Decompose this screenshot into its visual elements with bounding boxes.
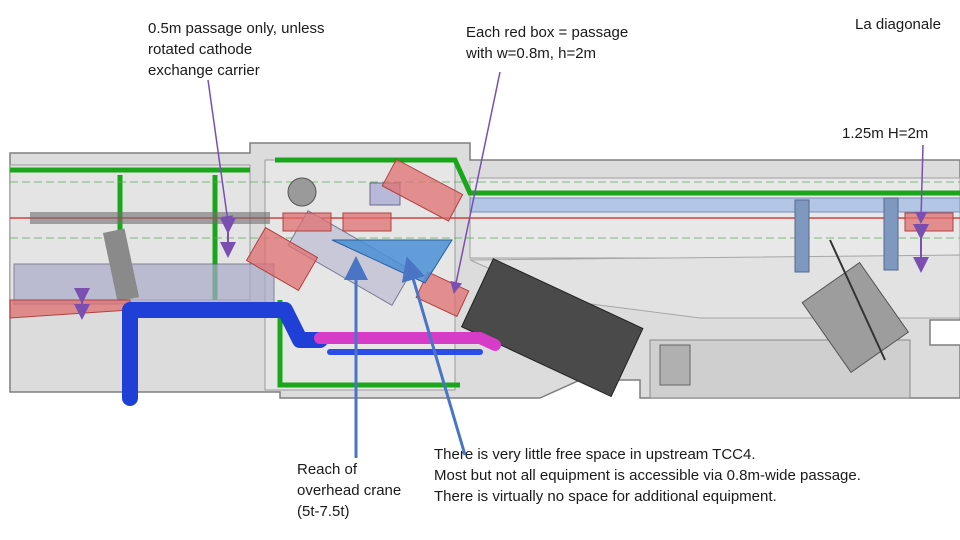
height-markers [74,218,929,320]
passage-box-4 [282,212,332,232]
passage-box-3 [415,271,470,318]
passage-box-6 [904,212,954,232]
passage-note: 0.5m passage only, unless rotated cathod… [148,20,325,79]
beam-line [10,181,960,239]
free-space-note: There is very little free space in upstr… [434,446,861,505]
red-box-note: Each red box = passage with w=0.8m, h=2m [466,24,629,62]
passage-box-5 [342,212,392,232]
diagonale-title: La diagonale [855,16,941,33]
passage-box-2 [381,158,464,222]
support-structures [10,157,960,388]
crane-reach-note: Reach of overhead crane (5t-7.5t) [297,461,402,520]
equipment-blocks [13,177,910,398]
passage-boxes [9,158,954,319]
diagonale-dimensions: 1.25m H=2m [842,125,929,142]
passage-box-1 [245,226,319,292]
pointer-arrows [207,71,928,458]
